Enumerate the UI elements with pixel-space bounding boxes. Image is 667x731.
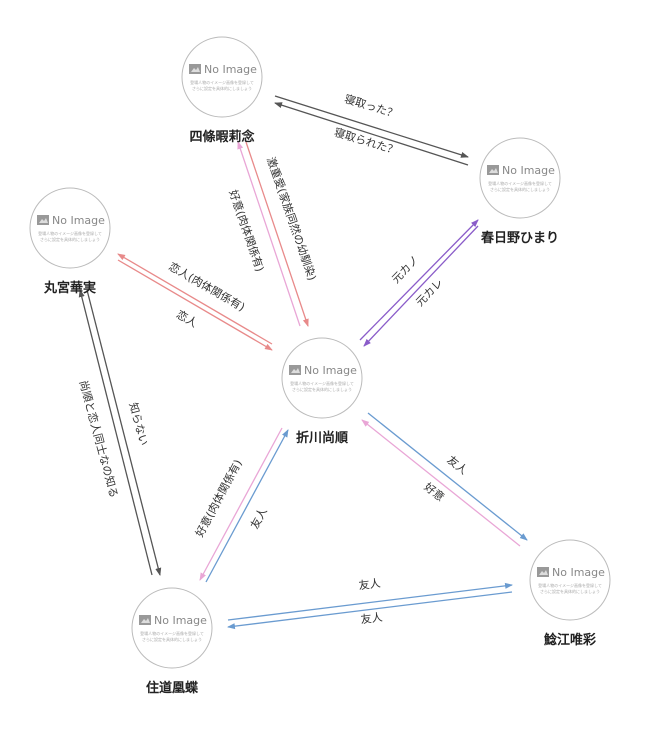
relationship-arrow[interactable]	[78, 289, 153, 576]
relationship-label[interactable]: 寝取られた？	[333, 125, 400, 158]
no-image-text: No Image	[154, 614, 207, 627]
character-name[interactable]: 折川尚順	[296, 430, 349, 446]
relationship-arrow[interactable]	[205, 429, 289, 583]
character-node[interactable]: No Image 登場人物のイメージ画像を登録してさらに設定を具体的にしましょう春…	[479, 137, 561, 246]
relationship-label[interactable]: 恋人	[174, 307, 200, 330]
no-image-text: No Image	[52, 214, 105, 227]
placeholder-caption: 登場人物のイメージ画像を登録して	[190, 79, 254, 85]
relationship-arrow[interactable]	[117, 259, 273, 351]
relationship-arrow[interactable]	[199, 427, 283, 581]
avatar-placeholder	[29, 187, 111, 269]
relationship-label[interactable]: 友人	[358, 576, 382, 593]
no-image-text: No Image	[552, 566, 605, 579]
relationship-label[interactable]: 友人	[247, 505, 270, 531]
character-name[interactable]: 住道凰蝶	[146, 680, 199, 696]
relationship-arrow[interactable]	[117, 253, 273, 345]
placeholder-caption: 登場人物のイメージ画像を登録して	[290, 380, 354, 386]
relationship-label[interactable]: 友人	[444, 453, 470, 478]
image-icon	[139, 615, 151, 625]
relationship-arrow[interactable]	[237, 141, 301, 327]
placeholder-caption: 登場人物のイメージ画像を登録して	[38, 230, 102, 236]
character-name[interactable]: 鯰江唯彩	[543, 632, 596, 648]
no-image-text: No Image	[204, 63, 257, 76]
placeholder-caption: さらに設定を具体的にしましょう	[142, 636, 202, 642]
character-node[interactable]: No Image 登場人物のイメージ画像を登録してさらに設定を具体的にしましょう四…	[181, 36, 263, 145]
relationship-label[interactable]: 知らない	[126, 401, 151, 447]
avatar-placeholder	[181, 36, 263, 118]
relationship-label[interactable]: 好意(肉体関係有)	[226, 188, 267, 273]
character-node[interactable]: No Image 登場人物のイメージ画像を登録してさらに設定を具体的にしましょう住…	[131, 587, 213, 696]
relationship-label[interactable]: 好意(肉体関係有)	[192, 457, 245, 539]
relationship-arrow[interactable]	[359, 219, 479, 341]
image-icon	[289, 365, 301, 375]
image-icon	[37, 215, 49, 225]
relationship-edge[interactable]: 恋人(肉体関係有)恋人	[117, 253, 273, 351]
image-icon	[537, 567, 549, 577]
relationship-arrow[interactable]	[274, 102, 469, 166]
character-name[interactable]: 春日野ひまり	[480, 230, 559, 246]
relationship-arrow[interactable]	[86, 289, 162, 576]
character-node[interactable]: No Image 登場人物のイメージ画像を登録してさらに設定を具体的にしましょう丸…	[29, 187, 111, 296]
character-node[interactable]: No Image 登場人物のイメージ画像を登録してさらに設定を具体的にしましょう鯰…	[529, 539, 611, 648]
avatar-placeholder	[281, 337, 363, 419]
placeholder-caption: さらに設定を具体的にしましょう	[292, 386, 352, 392]
relationship-label[interactable]: 元カノ	[389, 253, 421, 286]
relationship-label[interactable]: 寝取った？	[343, 91, 400, 120]
image-icon	[487, 165, 499, 175]
relationship-arrow[interactable]	[227, 582, 513, 621]
avatar-placeholder	[479, 137, 561, 219]
relationship-edge[interactable]: 寝取った？ 寝取られた？	[274, 91, 469, 166]
relationship-arrow[interactable]	[363, 225, 479, 347]
relationship-label[interactable]: 好意	[421, 480, 447, 505]
placeholder-caption: さらに設定を具体的にしましょう	[490, 186, 550, 192]
relationship-edge[interactable]: 好意(肉体関係有)友人	[192, 427, 289, 583]
placeholder-caption: 登場人物のイメージ画像を登録して	[140, 630, 204, 636]
character-name[interactable]: 四條暇莉念	[189, 129, 254, 145]
relationship-arrow[interactable]	[227, 591, 513, 630]
placeholder-caption: さらに設定を具体的にしましょう	[540, 588, 600, 594]
character-name[interactable]: 丸宮華実	[43, 280, 96, 296]
placeholder-caption: さらに設定を具体的にしましょう	[192, 85, 252, 91]
image-icon	[189, 64, 201, 74]
relationship-arrow[interactable]	[361, 419, 521, 547]
placeholder-caption: 登場人物のイメージ画像を登録して	[538, 582, 602, 588]
no-image-text: No Image	[304, 364, 357, 377]
placeholder-caption: 登場人物のイメージ画像を登録して	[488, 180, 552, 186]
relationship-label[interactable]: 友人	[360, 610, 384, 627]
avatar-placeholder	[131, 587, 213, 669]
avatar-placeholder	[529, 539, 611, 621]
relationship-arrow[interactable]	[274, 95, 469, 158]
character-node[interactable]: No Image 登場人物のイメージ画像を登録してさらに設定を具体的にしましょう折…	[281, 337, 363, 446]
relationship-arrow[interactable]	[245, 141, 309, 327]
relationship-arrow[interactable]	[367, 412, 528, 541]
no-image-text: No Image	[502, 164, 555, 177]
placeholder-caption: さらに設定を具体的にしましょう	[40, 236, 100, 242]
